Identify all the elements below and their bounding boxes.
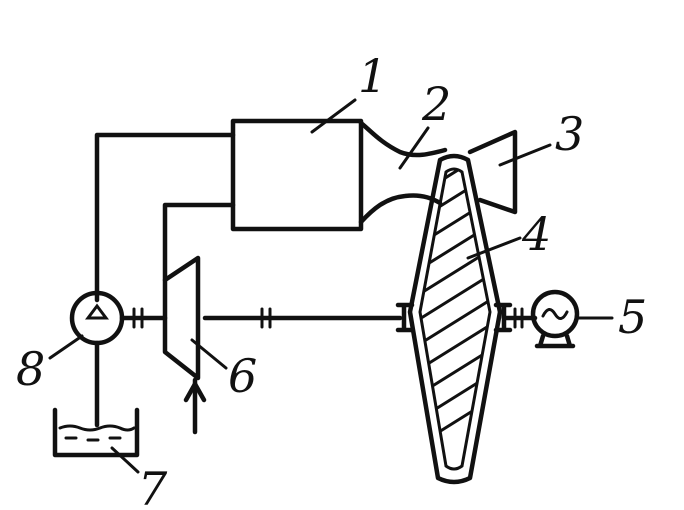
leader-7: [110, 446, 140, 474]
leader-3: [498, 143, 552, 167]
fuel-tank: [52, 407, 140, 458]
label-6: 6: [228, 349, 257, 403]
label-8: 8: [16, 342, 45, 396]
nozzle: [358, 120, 448, 158]
leader-2: [398, 126, 430, 170]
leader-8: [48, 334, 84, 360]
compressor: [162, 255, 201, 381]
label-4: 4: [521, 207, 551, 261]
leader-6: [190, 338, 228, 370]
sine-wave-icon: [541, 308, 569, 320]
rotor-wheel: [407, 153, 503, 485]
combustion-chamber: [230, 118, 364, 232]
label-7: 7: [138, 462, 168, 510]
diffuser: [467, 129, 518, 215]
intake-arrow-icon: [183, 381, 207, 403]
label-2: 2: [421, 77, 451, 131]
label-1: 1: [358, 49, 387, 103]
leader-4: [466, 236, 522, 260]
air-supply-line: [162, 202, 236, 283]
leader-1: [310, 98, 357, 134]
fuel-supply-line: [94, 132, 236, 303]
rotor-bearing-left: [395, 302, 415, 333]
label-3: 3: [555, 107, 584, 161]
generator: [530, 289, 580, 349]
label-5: 5: [618, 290, 647, 344]
